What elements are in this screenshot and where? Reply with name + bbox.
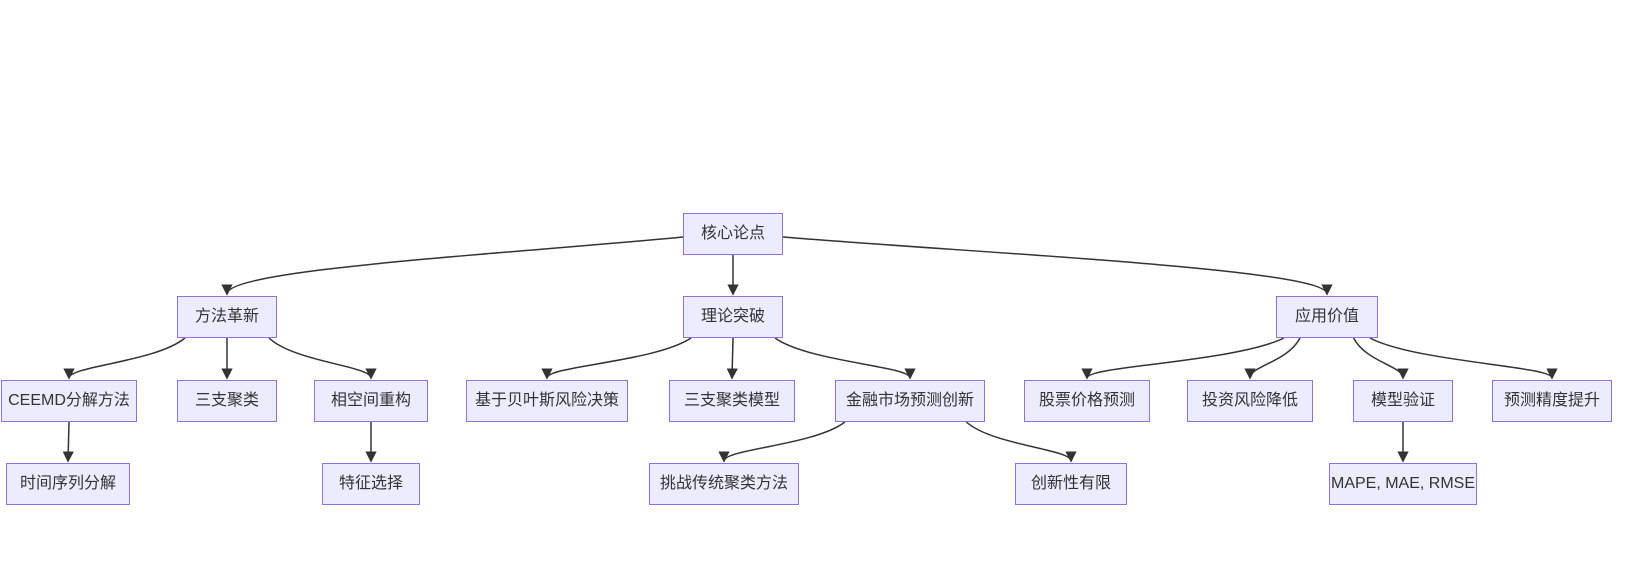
- edge-application-value-to-investment-risk-reduction: [1244, 337, 1301, 380]
- node-limited-novelty: 创新性有限: [1015, 463, 1127, 505]
- edge-financial-forecast-innovation-to-limited-novelty: [965, 421, 1077, 463]
- node-error-metrics: MAPE, MAE, RMSE: [1329, 463, 1477, 505]
- node-financial-forecast-innovation: 金融市场预测创新: [835, 380, 985, 422]
- edge-theory-breakthrough-to-three-way-cluster-model: [726, 337, 738, 380]
- edge-application-value-to-stock-price-prediction: [1081, 337, 1285, 380]
- node-theory-breakthrough: 理论突破: [683, 296, 783, 338]
- node-time-series-decomposition: 时间序列分解: [6, 463, 130, 505]
- edge-application-value-to-model-validation: [1352, 337, 1409, 380]
- node-three-way-cluster-model: 三支聚类模型: [669, 380, 795, 422]
- edge-method-innovation-to-phase-space-reconstruction: [268, 337, 377, 380]
- node-feature-selection: 特征选择: [322, 463, 420, 505]
- edge-theory-breakthrough-to-bayesian-risk-decision: [541, 337, 692, 380]
- edge-core-thesis-to-method-innovation: [221, 236, 684, 296]
- edge-method-innovation-to-ceemd-decomposition: [63, 337, 186, 380]
- edge-ceemd-decomposition-to-time-series-decomposition: [62, 421, 74, 463]
- node-phase-space-reconstruction: 相空间重构: [314, 380, 428, 422]
- node-model-validation: 模型验证: [1353, 380, 1453, 422]
- edge-theory-breakthrough-to-financial-forecast-innovation: [774, 337, 916, 380]
- node-bayesian-risk-decision: 基于贝叶斯风险决策: [466, 380, 628, 422]
- edge-core-thesis-to-application-value: [782, 236, 1333, 296]
- node-application-value: 应用价值: [1276, 296, 1378, 338]
- node-challenge-traditional-clustering: 挑战传统聚类方法: [649, 463, 799, 505]
- node-stock-price-prediction: 股票价格预测: [1024, 380, 1150, 422]
- node-method-innovation: 方法革新: [177, 296, 277, 338]
- node-investment-risk-reduction: 投资风险降低: [1187, 380, 1313, 422]
- edge-financial-forecast-innovation-to-challenge-traditional-clustering: [718, 421, 846, 463]
- node-three-way-clustering: 三支聚类: [177, 380, 277, 422]
- node-core-thesis: 核心论点: [683, 213, 783, 255]
- node-forecast-accuracy-improvement: 预测精度提升: [1492, 380, 1612, 422]
- edge-application-value-to-forecast-accuracy-improvement: [1369, 337, 1558, 380]
- node-ceemd-decomposition: CEEMD分解方法: [1, 380, 137, 422]
